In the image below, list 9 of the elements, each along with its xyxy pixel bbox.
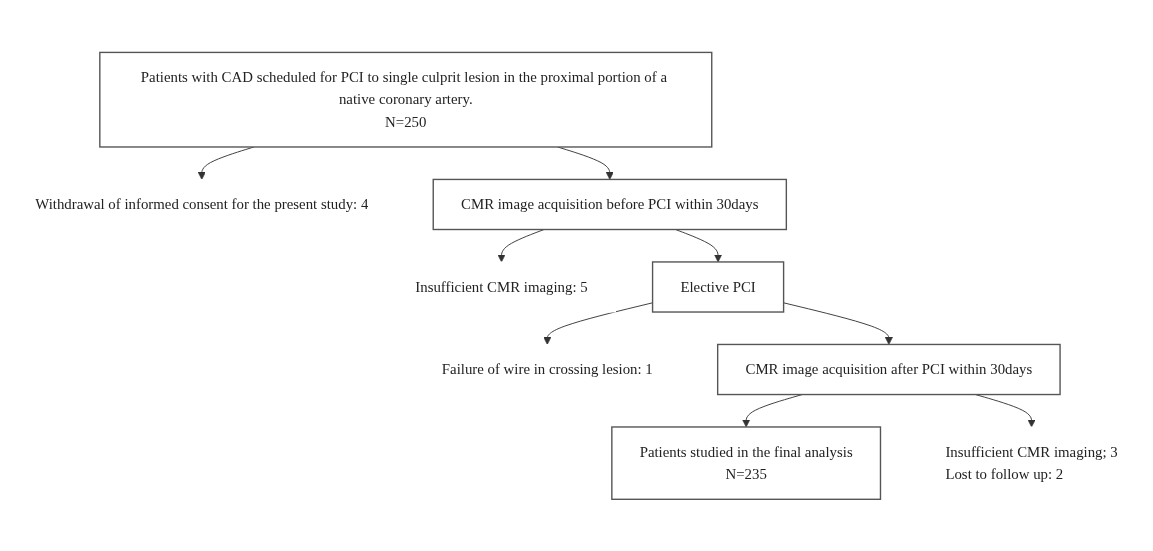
node-box: Patients with CAD scheduled for PCI to single culprit lesion in the proximal portion of a native coronary artery. N=250 xyxy=(99,51,713,148)
node-text: Withdrawal of informed consent for the present study: 4 xyxy=(35,195,369,212)
node-box: Elective PCI xyxy=(651,260,785,313)
node-text: Insufficient CMR imaging: 5 xyxy=(415,278,588,295)
node-box: CMR image acquisition after PCI within 30days xyxy=(716,343,1061,395)
node-text: Failure of wire in crossing lesion: 1 xyxy=(441,360,653,377)
node-box: CMR image acquisition before PCI within 30days xyxy=(432,178,788,230)
node-text: Insufficient CMR imaging; 3 Lost to follow up: 2 xyxy=(945,443,1118,482)
node-box: Patients studied in the final analysis N=235 xyxy=(611,425,882,500)
